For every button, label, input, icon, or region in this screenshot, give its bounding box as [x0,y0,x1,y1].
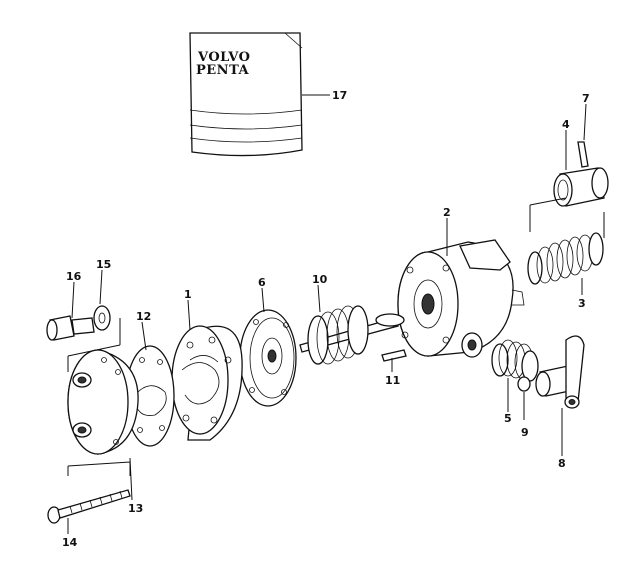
leader-lines [67,94,587,534]
callout-15: 15 [96,258,111,271]
callout-6: 6 [258,276,266,289]
callout-17: 17 [332,89,347,102]
part-16-bolt [46,315,95,341]
part-2-housing [397,239,525,358]
part-3-spring [527,232,604,285]
callout-5: 5 [504,412,512,425]
callout-9: 9 [521,426,529,439]
callout-10: 10 [312,273,328,286]
part-8-plug [535,335,585,409]
callout-16: 16 [66,270,82,283]
part-4-sleeve [553,167,609,207]
part-1-body [171,325,243,441]
callout-12: 12 [136,310,151,323]
callout-1: 1 [184,288,192,301]
part-6-plate [239,309,297,407]
callout-14: 14 [62,536,78,549]
part-11-pin [381,349,407,362]
callout-labels: 1 2 3 4 5 6 7 8 9 10 11 12 13 14 15 16 1… [62,89,590,549]
callout-13: 13 [128,502,143,515]
part-13-cover [67,349,139,455]
callout-8: 8 [558,457,566,470]
part-17-manual: VOLVO PENTA [189,32,303,157]
callout-3: 3 [578,297,586,310]
part-9-washer [517,376,531,392]
part-15-washer [93,305,111,331]
manual-brand-line2: PENTA [196,63,250,78]
part-14-screw [47,489,131,524]
part-10-spring [299,305,405,365]
callout-4: 4 [562,118,570,131]
callout-7: 7 [582,92,590,105]
part-5-spring [491,339,539,382]
callout-2: 2 [443,206,451,219]
part-7-pin [577,141,589,168]
callout-11: 11 [385,374,400,387]
manual-brand-line1: VOLVO [197,50,250,65]
